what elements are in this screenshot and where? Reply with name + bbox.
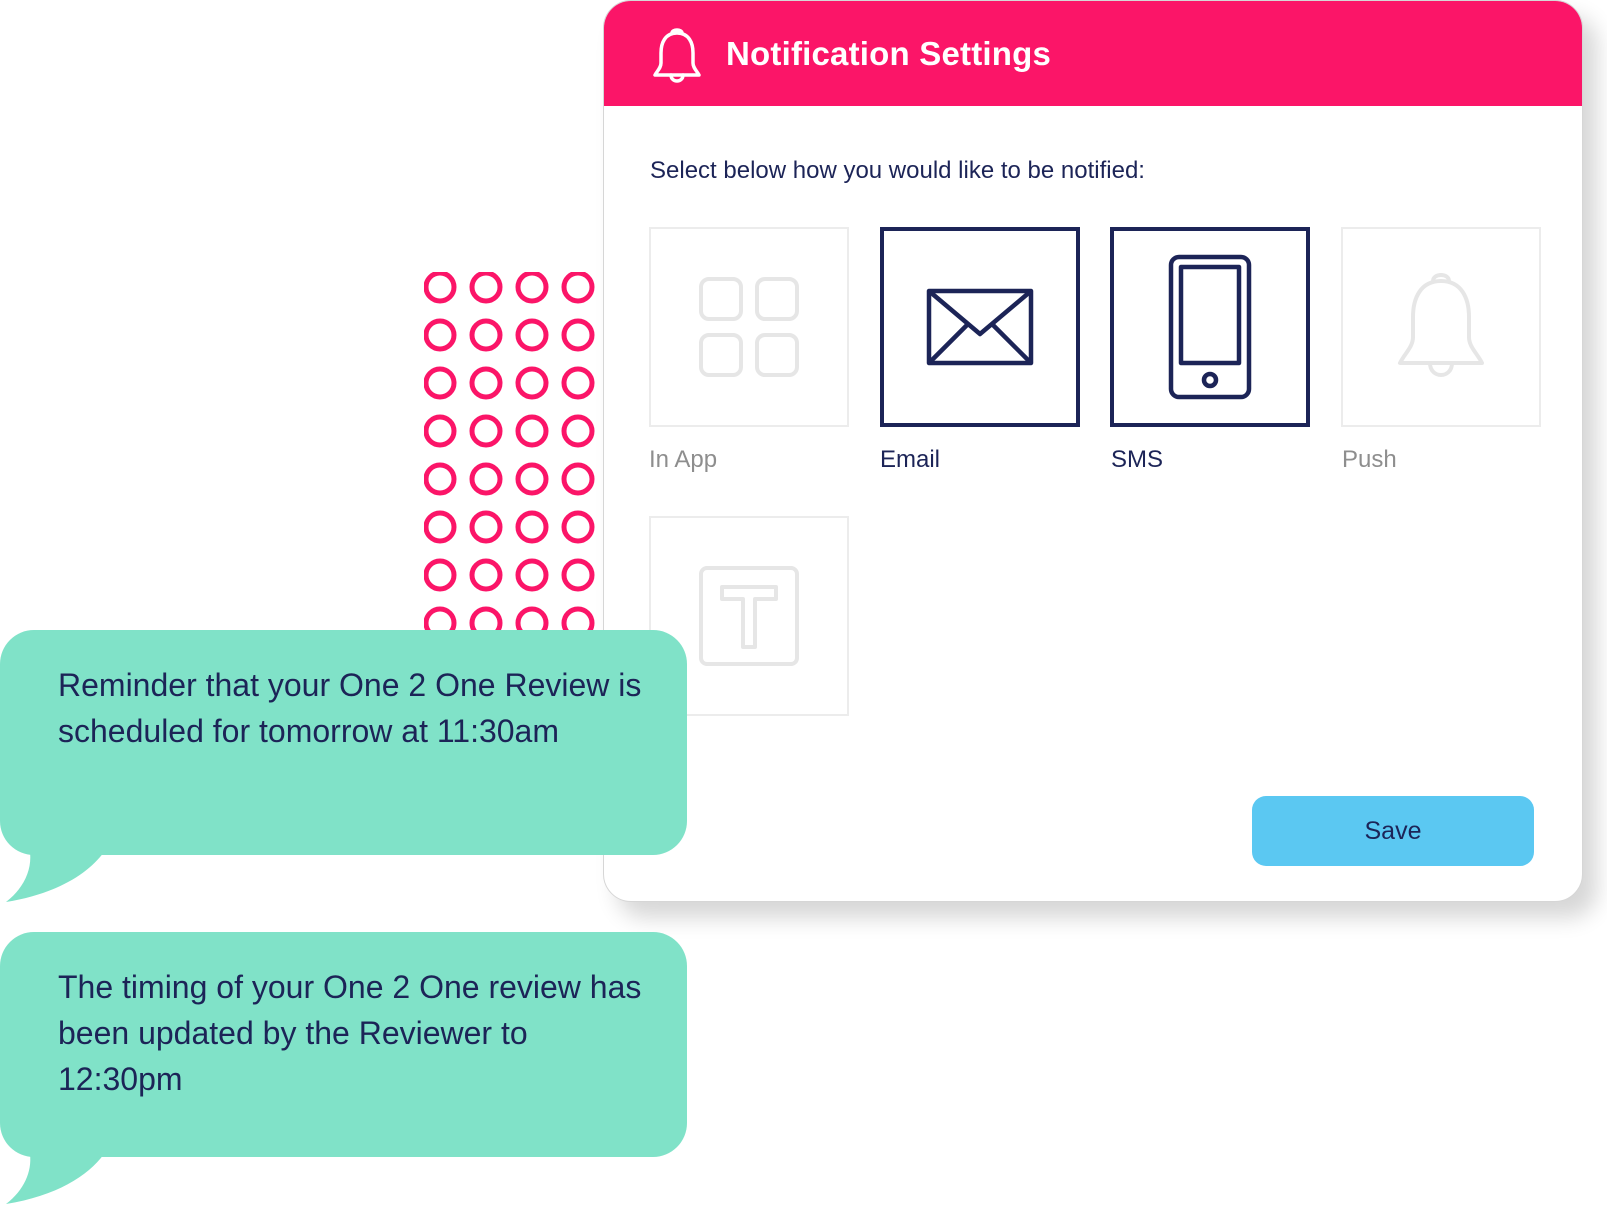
- page-title: Notification Settings: [726, 35, 1052, 72]
- in-app-option-label: In App: [649, 446, 718, 473]
- chat-bubble-update: The timing of your One 2 One review has …: [0, 932, 687, 1157]
- grid-icon: [699, 277, 799, 377]
- push-option-label: Push: [1342, 446, 1397, 473]
- bell-icon: [1398, 273, 1484, 377]
- chat-message-text: Reminder that your One 2 One Review is s…: [58, 667, 642, 749]
- email-option-tile[interactable]: [880, 227, 1080, 427]
- sms-option-tile[interactable]: [1110, 227, 1310, 427]
- chat-bubble-tail: [6, 1154, 104, 1204]
- chat-message-text: The timing of your One 2 One review has …: [58, 969, 642, 1097]
- sms-option-label: SMS: [1111, 446, 1164, 473]
- bell-icon: [653, 28, 701, 83]
- text-icon: [699, 566, 799, 666]
- save-button[interactable]: Save: [1252, 796, 1534, 866]
- chat-bubble-tail: [6, 852, 104, 902]
- notification-settings-panel: Notification Settings Select below how y…: [603, 0, 1583, 902]
- in-app-option-tile[interactable]: [649, 227, 849, 427]
- envelope-icon: [926, 288, 1034, 366]
- decorative-circle-pattern: [424, 272, 604, 632]
- instruction-text: Select below how you would like to be no…: [650, 157, 1145, 184]
- email-option-label: Email: [880, 446, 941, 473]
- push-option-tile[interactable]: [1341, 227, 1541, 427]
- panel-header: Notification Settings: [604, 1, 1582, 106]
- phone-icon: [1168, 254, 1252, 400]
- chat-bubble-reminder: Reminder that your One 2 One Review is s…: [0, 630, 687, 855]
